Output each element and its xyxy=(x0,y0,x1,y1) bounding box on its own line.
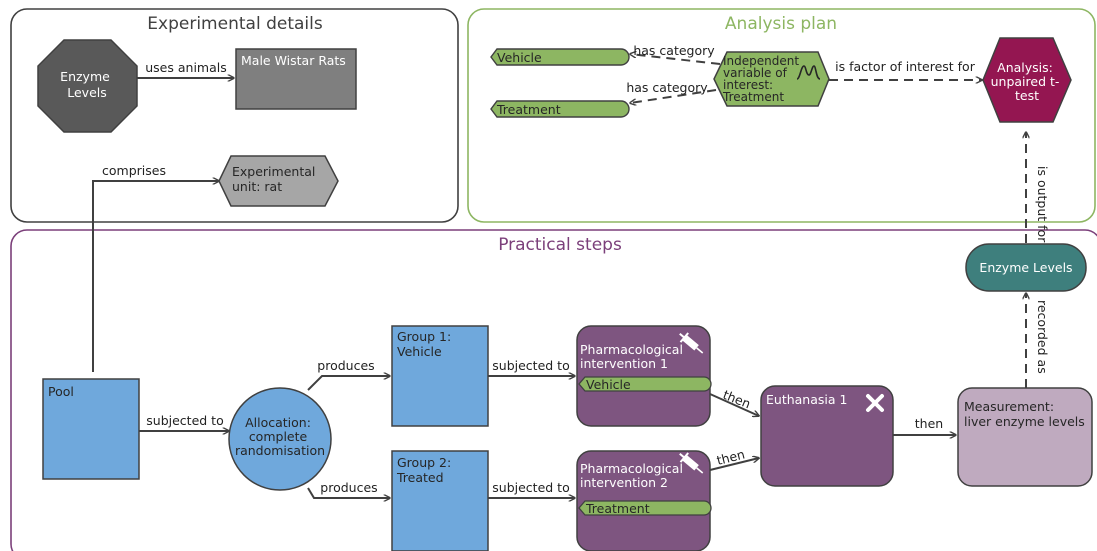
analysis-line-2: unpaired t- xyxy=(991,74,1060,89)
svg-text:Allocation: complete: Allocation: complete randomisation xyxy=(235,415,325,458)
experimental-unit-line-1: Experimental xyxy=(232,164,315,179)
practical-steps-title: Practical steps xyxy=(498,235,622,255)
node-treatment-category[interactable]: Treatment xyxy=(490,100,630,118)
edge-label-then-3: then xyxy=(915,416,943,431)
edge-label-is-factor-of-interest-for: is factor of interest for xyxy=(835,59,976,74)
pharm-1-tag-label: Vehicle xyxy=(586,377,631,392)
edge-label-produces-2: produces xyxy=(320,480,377,495)
edge-label-has-category-2: has category xyxy=(626,80,708,95)
node-pool[interactable]: Pool xyxy=(42,378,140,480)
independent-variable-line-2: variable of xyxy=(723,66,788,80)
edge-has-category-1 xyxy=(630,54,721,65)
pharm-2-line-2: intervention 2 xyxy=(580,475,668,490)
analysis-line-3: test xyxy=(1015,88,1039,103)
pharm-2-line-1: Pharmacological xyxy=(580,461,683,476)
group-1-line-2: Vehicle xyxy=(397,344,442,359)
syringe-icon xyxy=(679,332,704,354)
enzyme-levels-line-2: Levels xyxy=(67,85,107,100)
analysis-plan-title: Analysis plan xyxy=(725,14,837,34)
group-2-line-2: Treated xyxy=(396,470,444,485)
vehicle-category-label: Vehicle xyxy=(497,50,542,65)
edge-then-1 xyxy=(709,393,759,416)
edge-label-produces-1: produces xyxy=(317,358,374,373)
edge-label-uses-animals: uses animals xyxy=(145,60,227,75)
pharm-2-tag-label: Treatment xyxy=(585,501,650,516)
edge-label-recorded-as: recorded as xyxy=(1035,300,1050,374)
node-vehicle-category[interactable]: Vehicle xyxy=(490,48,630,66)
cross-icon xyxy=(866,394,884,412)
node-male-wistar-rats[interactable]: Male Wistar Rats xyxy=(235,48,357,110)
svg-text:Analysis: unpaired t-: Analysis: unpaired t- test xyxy=(991,60,1064,103)
node-experimental-unit[interactable]: Experimental unit: rat xyxy=(218,155,339,207)
pharm-1-line-1: Pharmacological xyxy=(580,342,683,357)
enzyme-levels-output-label: Enzyme Levels xyxy=(979,260,1072,275)
group-1-line-1: Group 1: xyxy=(397,329,451,344)
node-euthanasia[interactable]: Euthanasia 1 xyxy=(760,385,894,487)
treatment-category-label: Treatment xyxy=(496,102,561,117)
experimental-details-title: Experimental details xyxy=(147,14,323,34)
edge-then-2 xyxy=(709,458,759,471)
svg-text:Group 2: Treated: Group 2: Treated xyxy=(396,455,455,485)
edge-comprises xyxy=(92,181,219,372)
node-enzyme-levels-output[interactable]: Enzyme Levels xyxy=(965,243,1087,292)
distribution-icon xyxy=(796,65,821,80)
svg-text:Independent variable of: Independent variable of interest: Treatm… xyxy=(722,54,803,104)
svg-text:Experimental unit: rat: Experimental unit: rat xyxy=(232,164,319,194)
node-pharmacological-intervention-1[interactable]: Pharmacological intervention 1 Vehicle xyxy=(576,325,712,427)
allocation-line-2: complete xyxy=(249,429,308,444)
edge-produces-1 xyxy=(307,376,390,391)
svg-text:Pharmacological interven: Pharmacological intervention 2 xyxy=(580,461,687,490)
node-enzyme-levels-variable[interactable]: Enzyme Levels xyxy=(37,39,138,133)
edge-label-subjected-to-pool: subjected to xyxy=(146,413,223,428)
independent-variable-line-1: Independent xyxy=(723,54,799,68)
analysis-line-1: Analysis: xyxy=(997,60,1053,75)
edge-produces-2 xyxy=(307,487,390,498)
independent-variable-line-4: Treatment xyxy=(722,90,784,104)
node-measurement[interactable]: Measurement: liver enzyme levels xyxy=(957,387,1093,487)
measurement-line-1: Measurement: xyxy=(964,399,1054,414)
enzyme-levels-line-1: Enzyme xyxy=(60,69,110,84)
syringe-icon xyxy=(679,452,704,474)
allocation-line-3: randomisation xyxy=(235,443,325,458)
measurement-line-2: liver enzyme levels xyxy=(964,414,1085,429)
edge-label-comprises: comprises xyxy=(102,163,166,178)
svg-text:Group 1: Vehicle: Group 1: Vehicle xyxy=(397,329,455,359)
edge-label-subjected-to-g1: subjected to xyxy=(492,358,569,373)
pharm-1-line-2: intervention 1 xyxy=(580,356,668,371)
group-2-line-1: Group 2: xyxy=(397,455,451,470)
experimental-unit-line-2: unit: rat xyxy=(232,179,282,194)
node-analysis[interactable]: Analysis: unpaired t- test xyxy=(982,37,1072,123)
edge-label-has-category-1: has category xyxy=(633,43,715,58)
pool-label: Pool xyxy=(48,384,74,399)
node-group-2[interactable]: Group 2: Treated xyxy=(391,450,489,551)
euthanasia-label: Euthanasia 1 xyxy=(766,392,847,407)
edge-label-is-output-for: is output for xyxy=(1035,166,1050,243)
pharm-1-tag-shape xyxy=(578,376,712,392)
svg-text:Enzyme Levels: Enzyme Levels xyxy=(60,69,114,100)
edge-label-subjected-to-g2: subjected to xyxy=(492,480,569,495)
svg-text:Pharmacological interven: Pharmacological intervention 1 xyxy=(580,342,687,371)
edge-label-then-2: then xyxy=(715,446,746,467)
male-wistar-rats-label: Male Wistar Rats xyxy=(241,53,346,68)
independent-variable-line-3: interest: xyxy=(723,78,773,92)
pharm-2-tag-shape xyxy=(578,500,712,516)
practical-steps-panel xyxy=(10,229,1097,551)
node-allocation[interactable]: Allocation: complete randomisation xyxy=(228,387,332,491)
node-independent-variable[interactable]: Independent variable of interest: Treatm… xyxy=(713,51,830,107)
allocation-line-1: Allocation: xyxy=(245,415,311,430)
node-group-1[interactable]: Group 1: Vehicle xyxy=(391,325,489,427)
node-pharmacological-intervention-2[interactable]: Pharmacological intervention 2 Treatment xyxy=(576,449,712,551)
svg-text:Measurement: liver enzym: Measurement: liver enzyme levels xyxy=(964,399,1085,429)
